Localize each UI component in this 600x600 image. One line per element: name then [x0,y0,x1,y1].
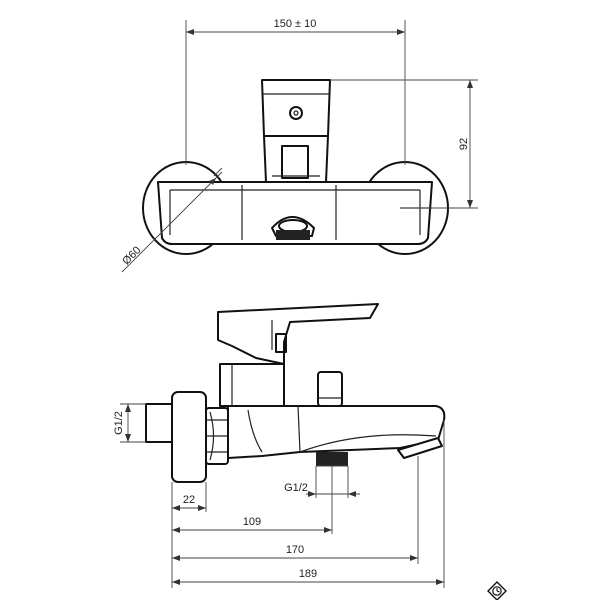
arrow-170-right [410,555,418,561]
side-cartridge [219,363,285,407]
cartridge-inner [281,145,309,179]
arrow-109-left [172,527,180,533]
side-dimensions: G1/2 G1/2 22 109 170 189 [113,403,445,588]
arrow-g12o-right [348,491,356,497]
lever-screw-icon [289,106,303,120]
dim-92-label: 92 [458,138,470,150]
spout-tip [397,437,443,459]
cartridge-neck [263,135,329,183]
outlet-thread [276,230,310,240]
arrow-189-left [172,579,180,585]
wall-flange [171,391,207,483]
arrow-189-right [436,579,444,585]
top-view [142,79,449,255]
arrow-diameter [209,178,216,185]
spout-lower-curve [299,434,437,453]
nut-curve [209,411,215,461]
lever-screw-center [293,110,299,116]
arrow-92-bottom [467,200,473,208]
lever-button [275,333,287,353]
side-view [145,303,446,483]
arrow-g12o-left [308,491,316,497]
arrow-22-right [198,505,206,511]
dim-170-label: 170 [286,544,304,556]
dim-189-label: 189 [299,568,317,580]
diverter-knob [317,371,343,407]
arrow-170-left [172,555,180,561]
dim-line-diameter [121,171,223,273]
body-step-line [297,405,301,453]
dim-g12-left-label: G1/2 [113,411,125,435]
dim-150-label: 150 ± 10 [274,18,317,30]
dim-109-label: 109 [243,516,261,528]
side-outlet-thread [316,452,348,466]
side-body [227,405,446,459]
body-inner-curve [247,409,263,453]
top-dimensions: 150 ± 10 92 Ø60 [120,18,478,273]
clock-logo-icon [487,581,507,600]
body-outline [157,181,433,245]
arrow-150-right [397,29,405,35]
diameter-tick [213,167,223,177]
dim-22-label: 22 [183,494,195,506]
arrow-g12-top [125,404,131,412]
side-lever [217,303,379,365]
arrow-92-top [467,80,473,88]
arrow-22-left [172,505,180,511]
arrow-109-right [324,527,332,533]
arrow-150-left [186,29,194,35]
arrow-g12-bottom [125,434,131,442]
dim-g12-outlet-label: G1/2 [284,482,308,494]
dim-diameter-label: Ø60 [120,244,143,267]
